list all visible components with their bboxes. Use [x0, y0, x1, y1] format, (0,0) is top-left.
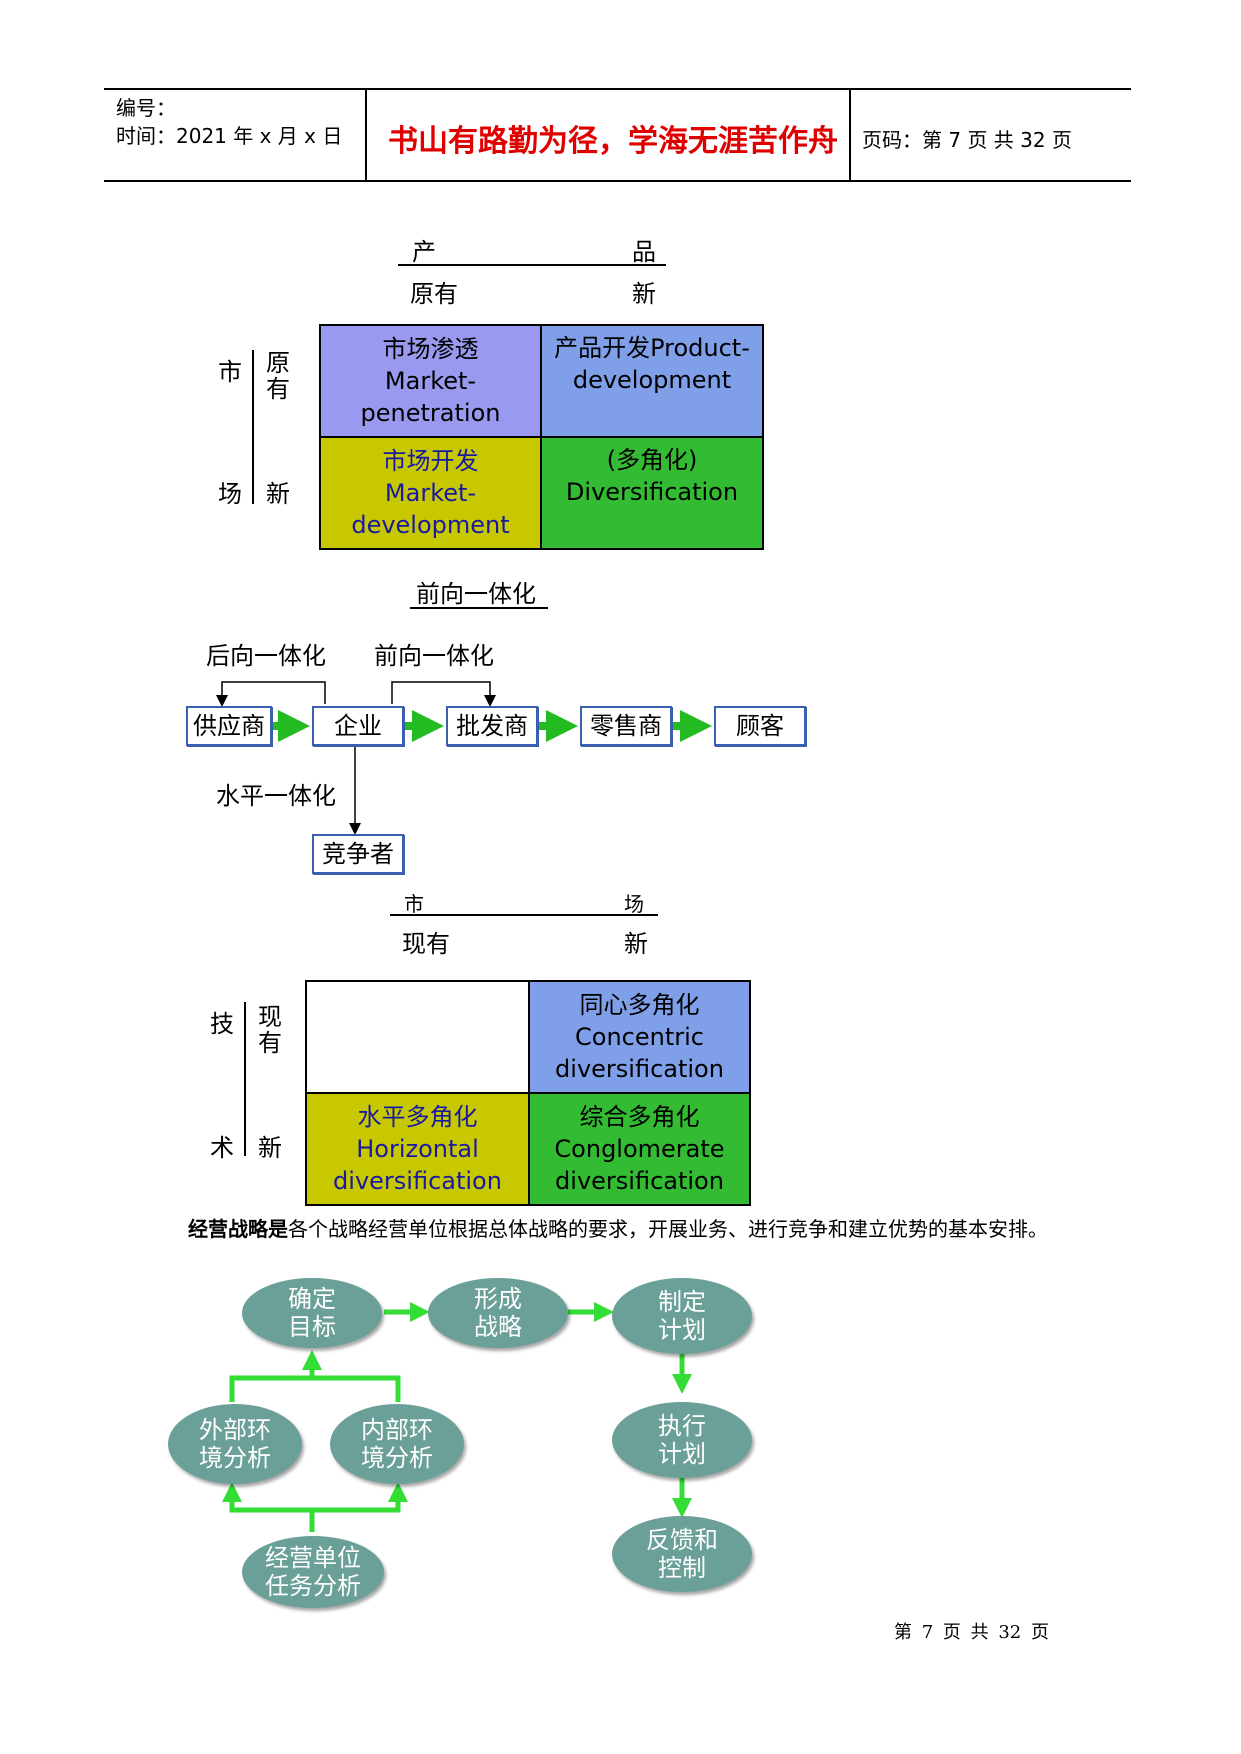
doc-number-label: 编号：: [116, 96, 176, 120]
cell-diversification: (多角化) Diversification: [540, 436, 764, 550]
horizontal-integration-label: 水平一体化: [216, 782, 336, 810]
node-enterprise: 企业: [312, 706, 404, 746]
row-header-bottom: 场: [218, 480, 242, 508]
row-header-top: 市: [218, 358, 242, 386]
motto: 书山有路勤为径，学海无涯苦作舟: [388, 124, 838, 159]
node-competitor: 竞争者: [312, 834, 404, 874]
node-feedback-control: 反馈和 控制: [612, 1516, 752, 1592]
col-sub-right: 新: [632, 280, 656, 308]
cell-conglomerate-diversification: 综合多角化 Conglomerate diversification: [528, 1092, 751, 1206]
node-wholesaler: 批发商: [446, 706, 538, 746]
node-form-strategy: 形成 战略: [428, 1278, 568, 1348]
node-retailer: 零售商: [580, 706, 672, 746]
chain-title-underline: [410, 607, 548, 609]
doc-time-label: 时间：2021 年 x 月 x 日: [116, 124, 343, 148]
col-sub-left: 现有: [402, 930, 450, 958]
forward-integration-label: 前向一体化: [374, 642, 494, 670]
col-header-left: 产: [412, 238, 436, 266]
cell-concentric-diversification: 同心多角化 Concentric diversification: [528, 980, 751, 1094]
row-sub-top: 原有: [266, 349, 290, 403]
chain-title: 前向一体化: [416, 580, 536, 608]
page-footer: 第 7 页 共 32 页: [894, 1622, 1049, 1643]
row-sub-bottom: 新: [258, 1134, 282, 1162]
row-header-line: [252, 350, 254, 504]
page-label: 页码：第 7 页 共 32 页: [862, 128, 1072, 152]
node-execute-plan: 执行 计划: [612, 1402, 752, 1478]
col-sub-right: 新: [624, 930, 648, 958]
flow-connectors: [222, 1302, 692, 1532]
cell-horizontal-diversification: 水平多角化 Horizontal diversification: [305, 1092, 530, 1206]
row-header-bottom: 术: [210, 1134, 234, 1162]
col-header-right: 品: [632, 238, 656, 266]
paragraph-body: 各个战略经营单位根据总体战略的要求，开展业务、进行竞争和建立优势的基本安排。: [288, 1217, 1048, 1241]
business-strategy-paragraph: 经营战略是各个战略经营单位根据总体战略的要求，开展业务、进行竞争和建立优势的基本…: [188, 1214, 1058, 1244]
paragraph-term: 经营战略是: [188, 1217, 288, 1241]
node-internal-analysis: 内部环 境分析: [330, 1404, 464, 1484]
node-customer: 顾客: [714, 706, 806, 746]
node-external-analysis: 外部环 境分析: [168, 1404, 302, 1484]
row-sub-top: 现有: [258, 1003, 282, 1057]
backward-integration-label: 后向一体化: [206, 642, 326, 670]
chain-connectors: [216, 681, 712, 835]
col-header-line: [398, 264, 666, 266]
col-header-left: 市: [404, 892, 424, 916]
row-header-line: [244, 1002, 246, 1156]
cell-product-development: 产品开发Product- development: [540, 324, 764, 438]
col-header-line: [390, 914, 658, 916]
row-sub-bottom: 新: [266, 480, 290, 508]
node-supplier: 供应商: [186, 706, 272, 746]
node-set-goals: 确定 目标: [242, 1278, 382, 1348]
node-mission-analysis: 经营单位 任务分析: [242, 1536, 384, 1608]
col-header-right: 场: [624, 892, 644, 916]
node-make-plan: 制定 计划: [612, 1278, 752, 1354]
col-sub-left: 原有: [410, 280, 458, 308]
row-header-top: 技: [210, 1010, 234, 1038]
cell-market-development: 市场开发 Market- development: [319, 436, 542, 550]
